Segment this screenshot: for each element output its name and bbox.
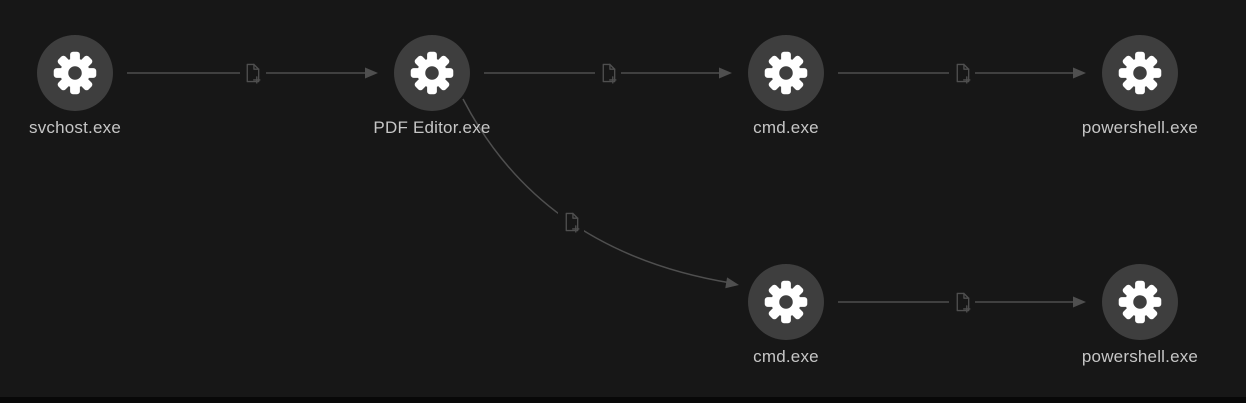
edge-arrowhead-svchost-pdf_editor (365, 67, 378, 79)
file-plus-icon (565, 212, 579, 233)
process-node-label-pdf_editor: PDF Editor.exe (373, 118, 491, 137)
gear-icon (410, 51, 454, 95)
process-node-circle-powershell_top[interactable] (1102, 35, 1178, 111)
edge-event-cmd_bottom-powershell_bottom[interactable] (949, 288, 975, 316)
edge-event-svchost-pdf_editor[interactable] (239, 59, 266, 87)
window-bottom-edge (0, 397, 1246, 403)
edge-arrowhead-cmd_bottom-powershell_bottom (1073, 296, 1086, 308)
process-node-circle-pdf_editor[interactable] (394, 35, 470, 111)
file-plus-icon (246, 63, 261, 84)
gear-icon (1118, 280, 1162, 324)
gear-icon (1118, 51, 1162, 95)
process-node-circle-svchost[interactable] (37, 35, 113, 111)
process-node-circle-cmd_top[interactable] (748, 35, 824, 111)
process-node-circle-powershell_bottom[interactable] (1102, 264, 1178, 340)
process-node-label-cmd_bottom: cmd.exe (753, 347, 819, 366)
process-node-label-powershell_bottom: powershell.exe (1081, 347, 1199, 366)
edge-arrowhead-pdf_editor-cmd_bottom (725, 277, 739, 289)
process-node-label-svchost: svchost.exe (29, 118, 121, 137)
process-node-label-powershell_top: powershell.exe (1081, 118, 1199, 137)
gear-icon (764, 51, 808, 95)
file-plus-icon (956, 63, 970, 84)
edge-arrowhead-cmd_top-powershell_top (1073, 67, 1086, 79)
process-node-label-cmd_top: cmd.exe (753, 118, 819, 137)
file-plus-icon (602, 63, 616, 84)
edge-event-cmd_top-powershell_top[interactable] (949, 59, 975, 87)
gear-icon (53, 51, 97, 95)
gear-icon (764, 280, 808, 324)
edge-arrowhead-pdf_editor-cmd_top (719, 67, 732, 79)
edge-event-pdf_editor-cmd_bottom[interactable] (558, 208, 584, 236)
process-node-circle-cmd_bottom[interactable] (748, 264, 824, 340)
file-plus-icon (956, 292, 970, 313)
edge-event-pdf_editor-cmd_top[interactable] (595, 59, 621, 87)
